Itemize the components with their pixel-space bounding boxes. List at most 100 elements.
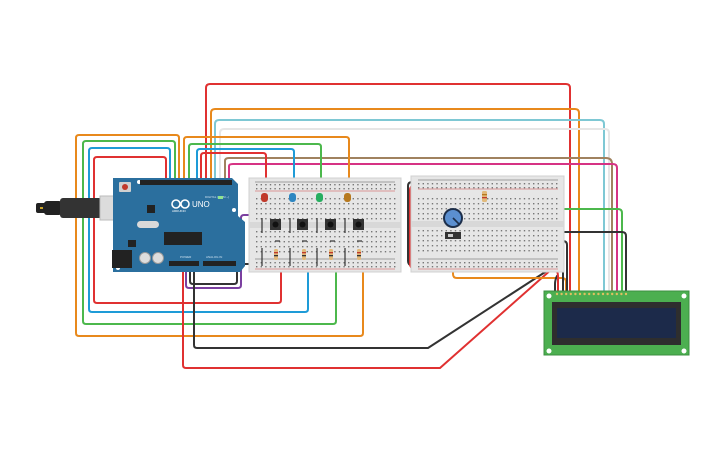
resistor-1[interactable] <box>274 249 278 260</box>
lcd-pin <box>597 292 600 296</box>
breadboard-hole <box>269 246 272 248</box>
wire-brown-lcd[interactable] <box>224 157 613 293</box>
breadboard-hole <box>292 246 295 248</box>
wire-orange-led[interactable] <box>183 136 350 197</box>
resistor-right[interactable] <box>482 191 487 202</box>
breadboard-hole <box>556 208 558 210</box>
breadboard-hole <box>302 231 304 233</box>
push-button-2[interactable] <box>297 219 308 230</box>
breadboard-hole <box>292 231 295 233</box>
led-blue[interactable] <box>289 193 296 202</box>
wire-orange-lcd[interactable] <box>210 108 580 293</box>
breadboard-hole <box>468 235 470 237</box>
push-button-4[interactable] <box>353 219 364 230</box>
breadboard-hole <box>431 240 434 242</box>
breadboard-hole <box>394 262 396 264</box>
breadboard-hole <box>265 251 267 253</box>
led-green[interactable] <box>316 193 323 202</box>
breadboard-hole <box>334 266 336 268</box>
breadboard-hole <box>551 262 553 264</box>
breadboard-hole <box>477 183 480 185</box>
lcd-pin <box>555 292 559 296</box>
wire-magenta-lcd[interactable] <box>228 163 618 293</box>
breadboard-hole <box>256 231 258 233</box>
wire-green-lcd[interactable] <box>484 208 623 293</box>
breadboard-hole <box>338 262 341 264</box>
led-red[interactable] <box>261 193 268 202</box>
wire-blue-led[interactable] <box>196 148 295 197</box>
resistor-2[interactable] <box>302 249 306 260</box>
potentiometer[interactable] <box>443 208 463 228</box>
breadboard-hole <box>473 235 475 237</box>
resistor-4[interactable] <box>357 249 361 260</box>
wire-cyan-lcd[interactable] <box>214 119 605 293</box>
lcd-16x2[interactable] <box>543 290 690 356</box>
analog-header <box>203 261 236 266</box>
wire-green-led[interactable] <box>188 143 322 197</box>
breadboard-hole <box>338 218 341 220</box>
breadboard-hole <box>418 250 420 252</box>
breadboard-right[interactable] <box>410 175 565 273</box>
breadboard-hole <box>528 213 530 215</box>
breadboard-hole <box>269 266 272 268</box>
breadboard-hole <box>357 231 359 233</box>
wire-red-5v-long[interactable] <box>182 264 554 369</box>
breadboard-hole <box>477 240 480 242</box>
breadboard-hole <box>256 208 258 210</box>
wire-black-lcd-4[interactable] <box>554 275 558 293</box>
breadboard-hole <box>292 208 295 210</box>
breadboard-hole <box>537 250 539 252</box>
wire-orange-loop[interactable] <box>75 134 364 337</box>
reset-button-cap[interactable] <box>122 184 128 190</box>
led-yellow[interactable] <box>344 193 351 202</box>
breadboard-hole <box>441 245 443 247</box>
breadboard-hole <box>496 266 498 268</box>
breadboard-hole <box>325 231 327 233</box>
breadboard-hole <box>297 213 299 215</box>
breadboard-hole <box>260 251 262 253</box>
wire-black-lcd-1[interactable] <box>552 231 627 293</box>
breadboard-hole <box>357 188 359 190</box>
breadboard-hole <box>269 218 272 220</box>
wire-green-loop[interactable] <box>82 140 337 325</box>
breadboard-hole <box>297 184 299 186</box>
breadboard-hole <box>450 230 452 232</box>
breadboard-hole <box>510 218 512 220</box>
analog-label: ANALOG IN <box>206 255 222 259</box>
breadboard-hole <box>288 251 290 253</box>
breadboard-hole <box>505 187 507 189</box>
breadboard-hole <box>500 213 503 215</box>
breadboard-hole <box>320 266 322 268</box>
wire-blue-loop[interactable] <box>88 147 309 313</box>
breadboard-hole <box>519 187 521 189</box>
breadboard-hole <box>269 231 272 233</box>
push-button-1[interactable] <box>270 219 281 230</box>
breadboard-hole <box>422 250 424 252</box>
breadboard-hole <box>477 266 480 268</box>
breadboard-hole <box>279 266 281 268</box>
breadboard-hole <box>546 183 549 185</box>
slide-switch[interactable] <box>445 232 461 239</box>
breadboard-hole <box>274 203 276 205</box>
breadboard-hole <box>422 208 424 210</box>
breadboard-hole <box>436 245 438 247</box>
resistor-3[interactable] <box>329 249 333 260</box>
wire-white-lcd[interactable] <box>219 128 610 293</box>
breadboard-hole <box>450 262 452 264</box>
wire-black-gnd-long[interactable] <box>193 264 557 349</box>
breadboard-hole <box>274 198 276 200</box>
wire-red-led[interactable] <box>200 152 267 197</box>
breadboard-hole <box>436 203 438 205</box>
push-button-3[interactable] <box>325 219 336 230</box>
wire-purple-5v[interactable] <box>185 214 356 289</box>
breadboard-hole <box>329 208 331 210</box>
wire-orange-switch[interactable] <box>452 244 567 293</box>
arduino-uno[interactable]: DIGITAL (PWM ~) ARDUINO UNO POWER ANALOG… <box>36 178 245 272</box>
breadboard-hole <box>556 213 558 215</box>
wire-red-loop[interactable] <box>93 156 282 304</box>
breadboard-hole <box>352 184 354 186</box>
breadboard-hole <box>422 213 424 215</box>
breadboard-hole <box>487 183 489 185</box>
breadboard-left[interactable] <box>248 177 402 273</box>
wire-red-lcd[interactable] <box>205 83 571 293</box>
